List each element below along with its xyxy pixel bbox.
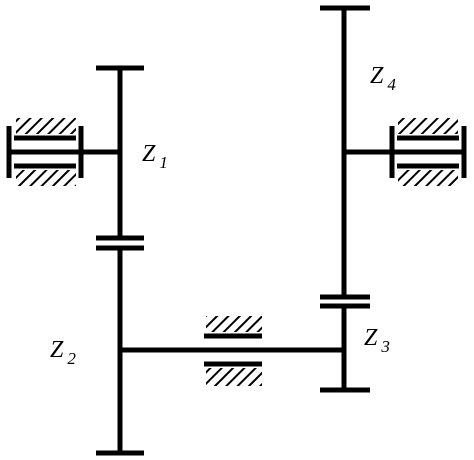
label-z2-subscript: 2 [67,349,76,368]
input-shaft-group [6,126,120,178]
label-z3-letter: Z [364,325,378,351]
output-shaft-group [344,126,467,178]
frame-hatch-middle-top [206,316,262,332]
frame-hatch-right-top [398,118,458,134]
frame-hatch-left-bottom [16,170,76,186]
gear-z1 [96,65,144,241]
intermediate-shaft-group [120,333,344,367]
frame-hatch-right-bottom [398,170,458,186]
label-z2-letter: Z [50,337,64,363]
gear-z3 [320,303,370,393]
label-z4-letter: Z [370,63,384,89]
label-z1-letter: Z [142,141,156,167]
frame-hatch-left-top [16,118,76,134]
frame-hatch-middle-bottom [206,368,262,386]
label-z1-subscript: 1 [159,153,168,172]
label-z4-subscript: 4 [387,75,396,94]
label-z3-subscript: 3 [381,337,390,356]
